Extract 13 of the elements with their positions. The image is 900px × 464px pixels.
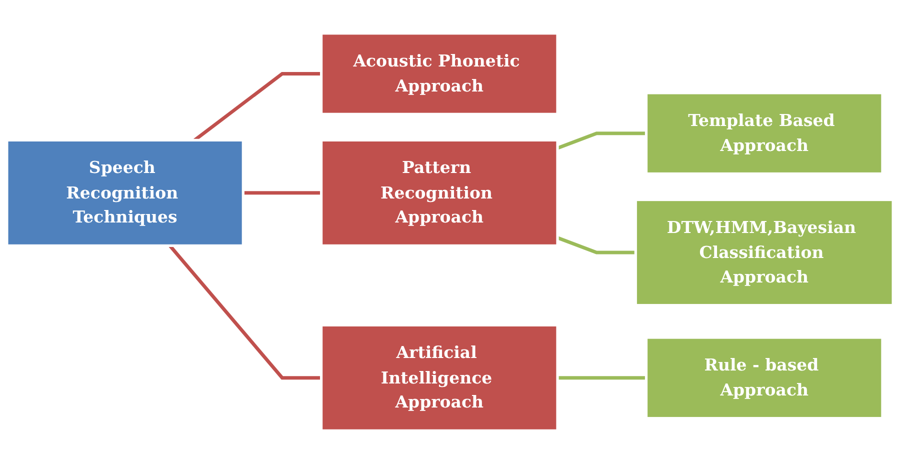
connector	[556, 132, 646, 150]
node-box: Template Based Approach	[644, 92, 884, 176]
node-box: DTW,HMM,Bayesian Classification Approach	[634, 198, 894, 307]
connector	[558, 376, 646, 380]
connector	[168, 244, 322, 380]
node-box: Pattern Recognition Approach	[320, 138, 559, 247]
node-box: Artificial Intelligence Approach	[320, 324, 559, 432]
node-box: Speech Recognition Techniques	[6, 138, 244, 247]
connector	[194, 72, 322, 142]
connector	[243, 191, 322, 195]
node-box: Rule - based Approach	[644, 336, 884, 420]
node-box: Acoustic Phonetic Approach	[320, 32, 559, 116]
connector	[556, 236, 636, 254]
